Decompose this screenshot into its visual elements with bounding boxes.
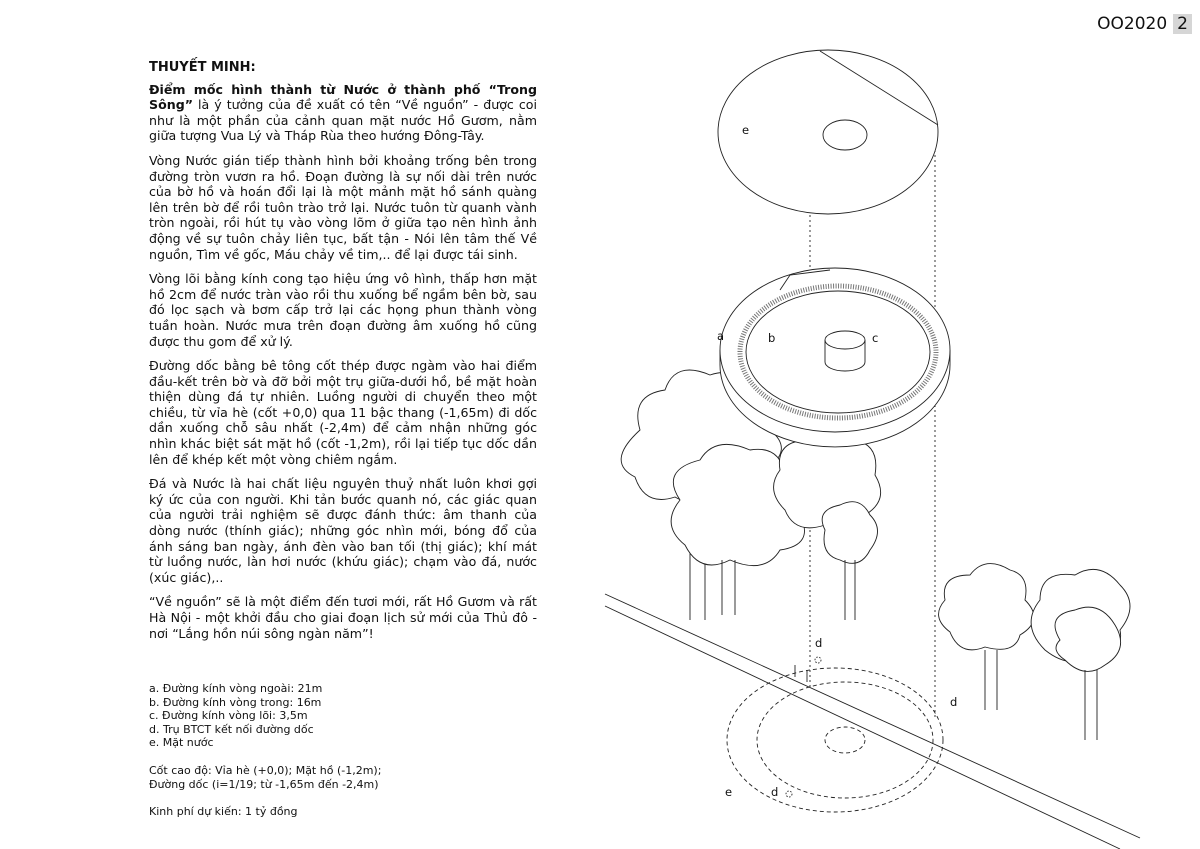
road-edges	[604, 593, 1141, 849]
pier-marker	[814, 656, 822, 664]
label-a: a	[717, 329, 724, 343]
label-c: c	[872, 331, 878, 345]
legend-item: b. Đường kính vòng trong: 16m	[149, 695, 322, 709]
label-e: e	[742, 123, 749, 137]
lead-rest: là ý tưởng của đề xuất có tên “Về nguồn”…	[149, 97, 537, 144]
levels-line-1: Cốt cao độ: Vỉa hè (+0,0); Mặt hồ (-1,2m…	[149, 763, 382, 777]
paragraph-2: Vòng Nước gián tiếp thành hình bởi khoản…	[149, 152, 537, 262]
legend-item: a. Đường kính vòng ngoài: 21m	[149, 682, 323, 695]
budget: Kinh phí dự kiến: 1 tỷ đồng	[149, 805, 298, 819]
lead-bold: Điểm mốc hình thành từ Nước ở thành phố …	[149, 81, 537, 113]
paragraph-1: Điểm mốc hình thành từ Nước ở thành phố …	[149, 82, 537, 144]
page-number: 2	[1173, 14, 1192, 34]
legend-item: d. Trụ BTCT kết nối đường dốc	[149, 722, 314, 736]
board-code: OO2020 2	[1097, 14, 1192, 34]
legend-item: e. Mặt nước	[149, 736, 214, 750]
legend-item: c. Đường kính vòng lõi: 3,5m	[149, 709, 308, 723]
paragraph-3: Vòng lõi bằng kính cong tạo hiệu ứng vô …	[149, 271, 537, 349]
notes: a. Đường kính vòng ngoài: 21m b. Đường k…	[149, 682, 381, 819]
water-surface-disc	[717, 49, 939, 215]
label-d: d	[771, 785, 778, 799]
core-opening	[822, 119, 868, 151]
paragraph-5: Đá và Nước là hai chất liệu nguyên thuỷ …	[149, 476, 537, 585]
description-text: THUYẾT MINH: Điểm mốc hình thành từ Nước…	[149, 60, 537, 650]
paragraph-6: “Về nguồn” sẽ là một điểm đến tươi mới, …	[149, 594, 537, 641]
project-code: OO2020	[1097, 14, 1168, 34]
label-d: d	[815, 636, 822, 650]
levels-line-2: Đường dốc (i=1/19; từ -1,65m đến -2,4m)	[149, 777, 379, 791]
label-d: d	[950, 695, 957, 709]
walkway-ring	[719, 267, 951, 448]
heading: THUYẾT MINH:	[149, 60, 256, 75]
label-e: e	[725, 785, 732, 799]
pier-marker	[785, 790, 793, 798]
label-b: b	[768, 331, 775, 345]
water-plan-outline	[726, 667, 944, 813]
paragraph-4: Đường dốc bằng bê tông cốt thép được ngà…	[149, 358, 537, 467]
core-cylinder	[824, 330, 866, 372]
